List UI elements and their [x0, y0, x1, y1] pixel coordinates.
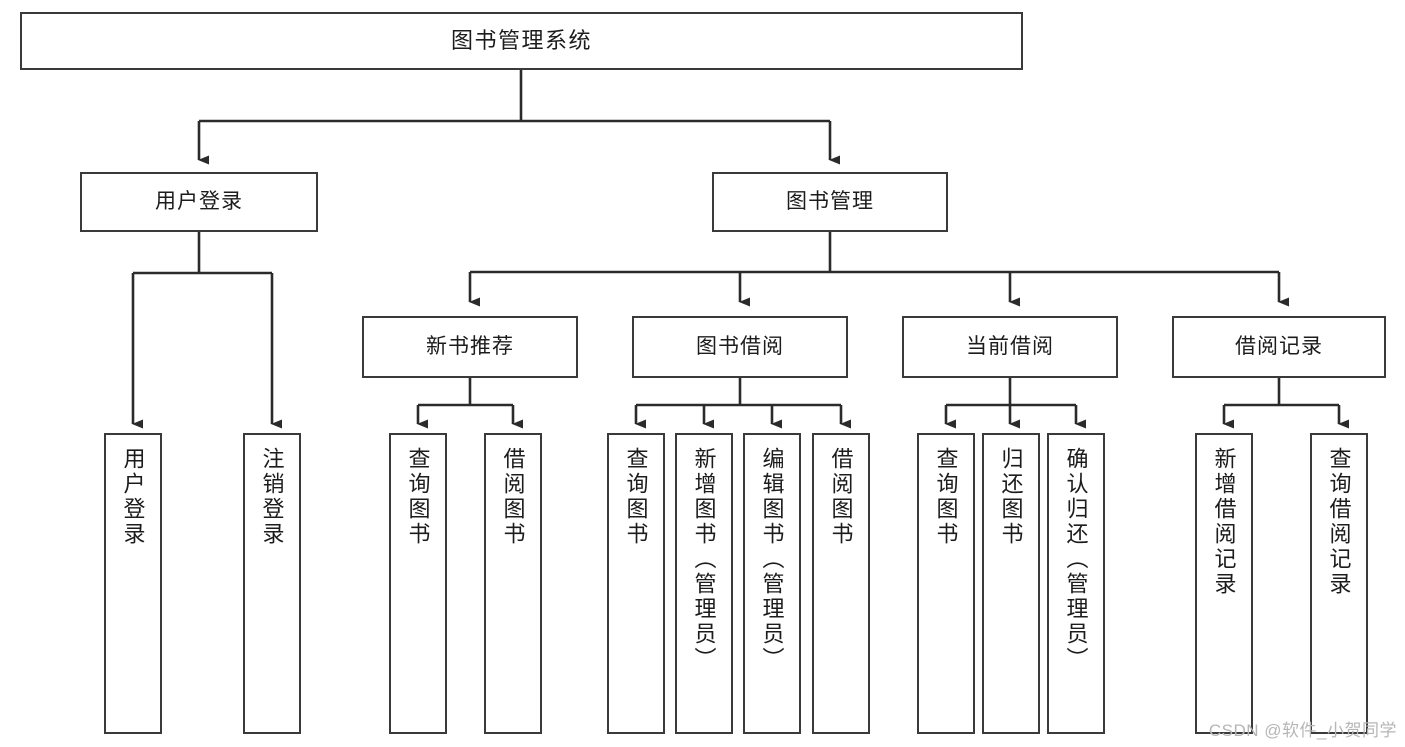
- leaf-user-login[interactable]: 用户登录: [104, 433, 162, 734]
- node-label: 用户登录: [155, 189, 243, 213]
- leaf-return-book[interactable]: 归还图书: [982, 433, 1040, 734]
- node-label: 借阅图书: [828, 447, 854, 547]
- csdn-watermark: CSDN @软件_小贺同学: [1208, 721, 1397, 740]
- node-label: 注销登录: [259, 447, 285, 547]
- node-label: 查询借阅记录: [1326, 447, 1352, 597]
- leaf-query-book-recommendation[interactable]: 查询图书: [389, 433, 447, 734]
- node-label: 图书借阅: [696, 334, 784, 358]
- node-label: 确认归还（管理员）: [1063, 447, 1089, 672]
- node-label: 借阅记录: [1235, 334, 1323, 358]
- leaf-edit-book-admin[interactable]: 编辑图书（管理员）: [743, 433, 801, 734]
- node-book-management[interactable]: 图书管理: [712, 172, 948, 232]
- node-label: 图书管理系统: [450, 28, 592, 54]
- node-label: 查询图书: [623, 447, 649, 547]
- leaf-query-book-current[interactable]: 查询图书: [917, 433, 975, 734]
- node-label: 用户登录: [120, 447, 146, 547]
- node-label: 图书管理: [786, 189, 874, 213]
- node-book-borrow[interactable]: 图书借阅: [632, 316, 848, 378]
- leaf-add-borrow-record[interactable]: 新增借阅记录: [1195, 433, 1253, 734]
- leaf-query-borrow-record[interactable]: 查询借阅记录: [1310, 433, 1368, 734]
- node-label: 编辑图书（管理员）: [759, 447, 785, 672]
- node-borrow-record[interactable]: 借阅记录: [1172, 316, 1386, 378]
- leaf-borrow-book[interactable]: 借阅图书: [812, 433, 870, 734]
- node-label: 查询图书: [405, 447, 431, 547]
- node-new-book-recommendation[interactable]: 新书推荐: [362, 316, 578, 378]
- leaf-user-logout[interactable]: 注销登录: [243, 433, 301, 734]
- leaf-add-book-admin[interactable]: 新增图书（管理员）: [675, 433, 733, 734]
- node-label: 新增图书（管理员）: [691, 447, 717, 672]
- leaf-borrow-book-recommendation[interactable]: 借阅图书: [484, 433, 542, 734]
- node-label: 借阅图书: [500, 447, 526, 547]
- node-current-borrow[interactable]: 当前借阅: [902, 316, 1118, 378]
- node-user-login[interactable]: 用户登录: [80, 172, 318, 232]
- leaf-confirm-return-admin[interactable]: 确认归还（管理员）: [1047, 433, 1105, 734]
- leaf-query-book-borrow[interactable]: 查询图书: [607, 433, 665, 734]
- node-label: 查询图书: [933, 447, 959, 547]
- node-label: 新增借阅记录: [1211, 447, 1237, 597]
- node-label: 新书推荐: [426, 334, 514, 358]
- node-root-system[interactable]: 图书管理系统: [20, 12, 1023, 70]
- node-label: 归还图书: [998, 447, 1024, 547]
- node-label: 当前借阅: [966, 334, 1054, 358]
